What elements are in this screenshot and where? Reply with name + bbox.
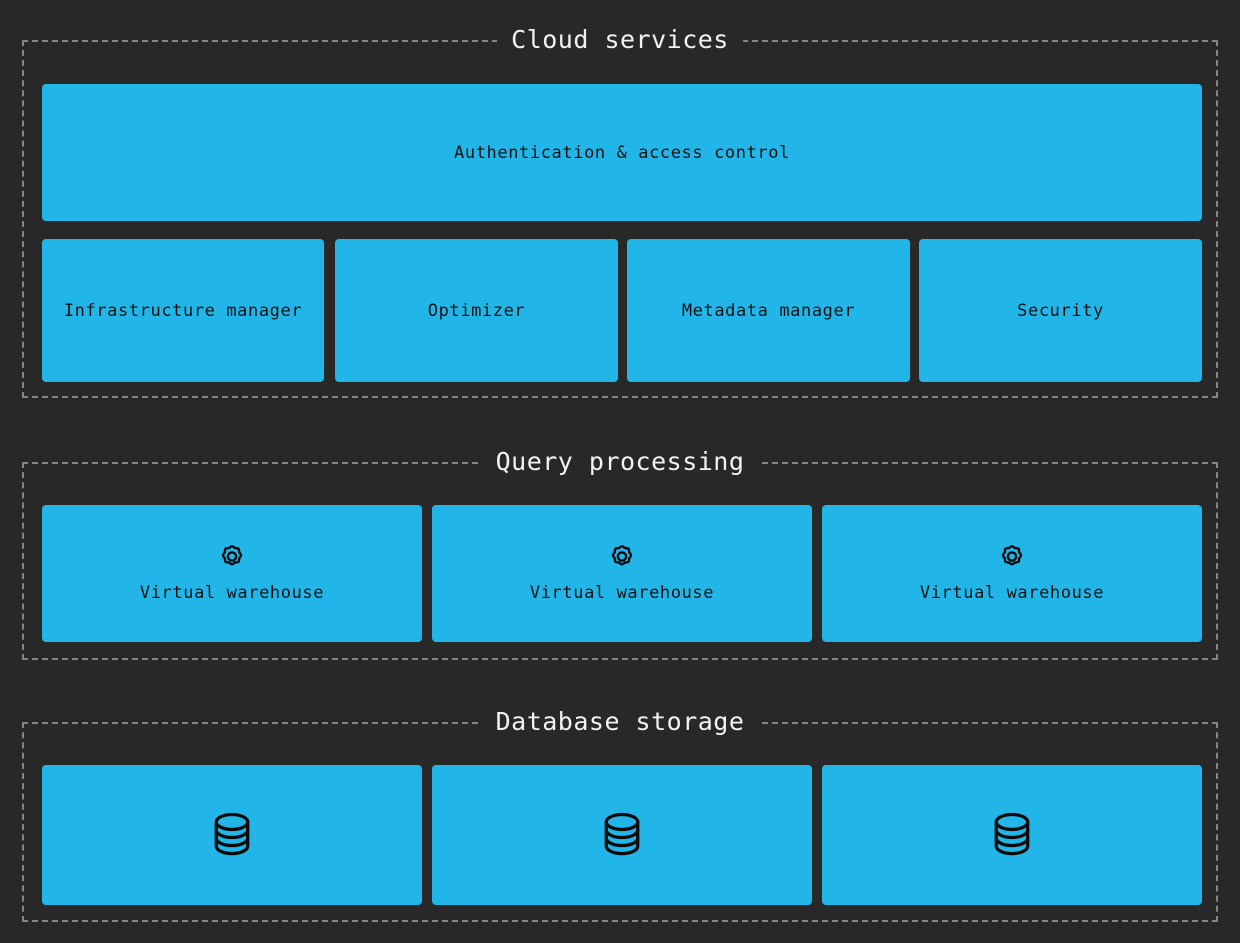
- group-cloud-services: Cloud services Authentication & access c…: [22, 25, 1218, 398]
- database-icon: [989, 810, 1035, 860]
- group-database-storage: Database storage: [22, 707, 1218, 922]
- group-query-processing: Query processing Virtual warehouse Virtu…: [22, 447, 1218, 660]
- box-label: Virtual warehouse: [529, 583, 715, 603]
- box-security[interactable]: Security: [919, 239, 1202, 382]
- box-authentication-access-control[interactable]: Authentication & access control: [42, 84, 1202, 221]
- box-database-3[interactable]: [822, 765, 1202, 905]
- database-icon: [599, 810, 645, 860]
- box-label: Metadata manager: [681, 300, 856, 321]
- box-metadata-manager[interactable]: Metadata manager: [627, 239, 910, 382]
- box-virtual-warehouse-3[interactable]: Virtual warehouse: [822, 505, 1202, 642]
- box-optimizer[interactable]: Optimizer: [335, 239, 618, 382]
- gear-icon: [217, 543, 247, 573]
- database-icon: [209, 810, 255, 860]
- group-title-query-processing: Query processing: [481, 447, 759, 477]
- box-label: Virtual warehouse: [919, 583, 1105, 603]
- gear-icon: [607, 543, 637, 573]
- box-virtual-warehouse-2[interactable]: Virtual warehouse: [432, 505, 812, 642]
- box-database-1[interactable]: [42, 765, 422, 905]
- group-title-database-storage: Database storage: [481, 707, 759, 737]
- box-label: Infrastructure manager: [63, 300, 303, 321]
- box-database-2[interactable]: [432, 765, 812, 905]
- box-infrastructure-manager[interactable]: Infrastructure manager: [42, 239, 324, 382]
- box-label: Authentication & access control: [454, 142, 790, 163]
- box-label: Security: [1017, 300, 1104, 321]
- box-virtual-warehouse-1[interactable]: Virtual warehouse: [42, 505, 422, 642]
- box-label: Virtual warehouse: [139, 583, 325, 603]
- box-label: Optimizer: [427, 300, 526, 321]
- gear-icon: [997, 543, 1027, 573]
- group-title-cloud-services: Cloud services: [497, 25, 743, 55]
